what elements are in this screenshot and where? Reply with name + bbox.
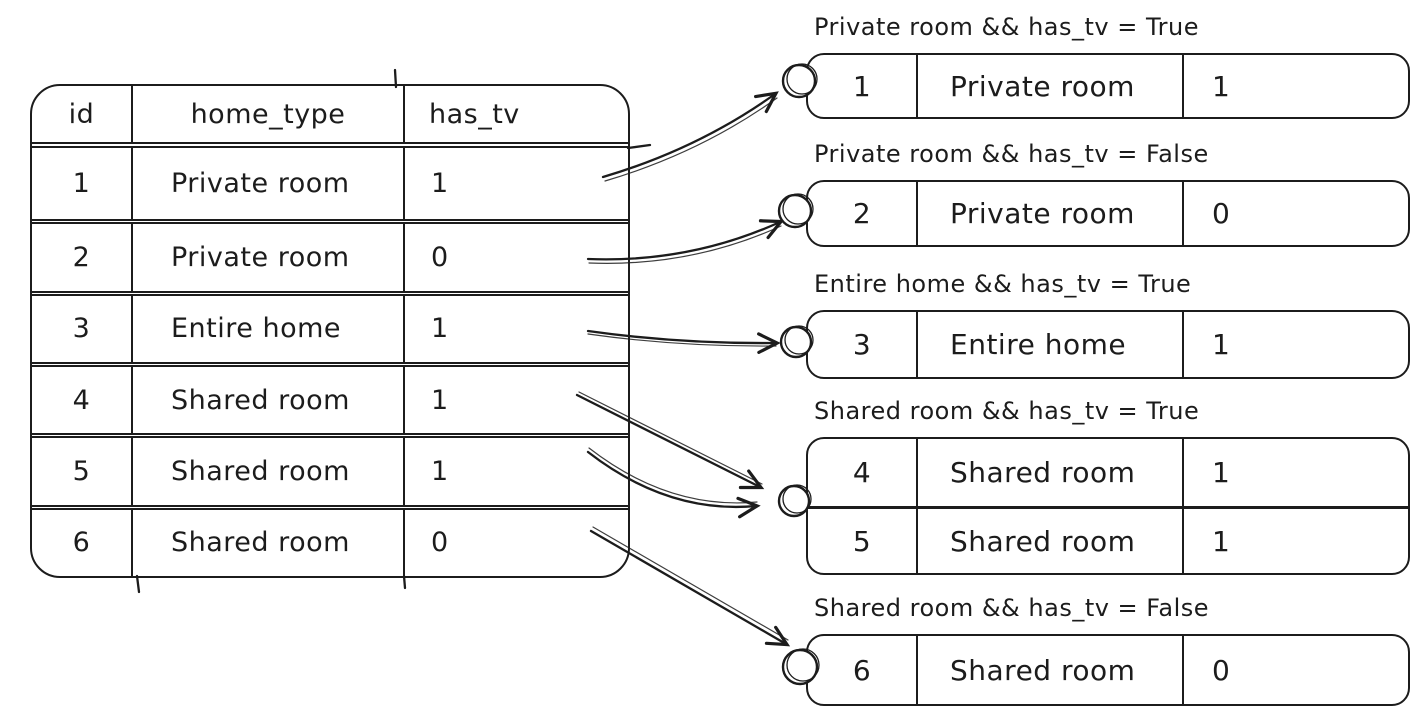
cell-home-type: Private room: [918, 182, 1184, 245]
group-row: 3 Entire home 1: [808, 312, 1408, 377]
cell-has-tv: 0: [1212, 197, 1231, 230]
group-box: 3 Entire home 1: [806, 310, 1410, 379]
cell-home-type: Entire home: [918, 312, 1184, 377]
cell-id: 2: [32, 224, 133, 291]
cell-has-tv: 1: [431, 455, 449, 487]
cell-has-tv: 0: [1212, 653, 1231, 687]
group-row: 4 Shared room 1: [808, 439, 1408, 506]
cell-home-type: Shared room: [918, 439, 1184, 506]
cell-has-tv: 1: [1212, 456, 1231, 489]
column-header-has-tv: has_tv: [429, 98, 520, 130]
cell-id: 4: [32, 367, 133, 434]
group-box: 1 Private room 1: [806, 53, 1410, 119]
table-row: 1 Private room 1: [32, 148, 628, 220]
connector-circle-group4: [777, 484, 811, 518]
group-condition-label: Shared room && has_tv = False: [814, 594, 1210, 622]
source-table: id home_type has_tv 1 Private room 1 2 P…: [30, 84, 630, 578]
cell-id: 4: [808, 439, 918, 506]
arrow-row1-ghost: [604, 97, 778, 182]
header-line-overshoot: [626, 143, 652, 150]
group-row: 1 Private room 1: [808, 55, 1408, 117]
cell-home-type: Shared room: [133, 367, 405, 434]
cell-id: 3: [808, 312, 918, 377]
cell-has-tv: 1: [431, 313, 449, 345]
cell-id: 1: [808, 55, 918, 117]
group-row: 5 Shared room 1: [808, 506, 1408, 573]
cell-has-tv: 1: [1212, 328, 1231, 361]
cell-has-tv: 1: [1212, 524, 1231, 558]
cell-home-type: Private room: [133, 224, 405, 291]
table-row: 5 Shared room 1: [32, 433, 628, 505]
cell-has-tv: 1: [431, 384, 449, 416]
cell-home-type: Entire home: [133, 295, 405, 362]
table-row: 3 Entire home 1: [32, 290, 628, 362]
cell-id: 3: [32, 295, 133, 362]
cell-has-tv: 1: [1212, 69, 1231, 103]
group-condition-label: Private room && has_tv = True: [814, 13, 1199, 41]
group-condition-label: Private room && has_tv = False: [814, 140, 1209, 168]
cell-has-tv: 0: [431, 527, 449, 559]
cell-has-tv: 1: [431, 168, 449, 200]
cell-id: 6: [32, 509, 133, 576]
cell-id: 2: [808, 182, 918, 245]
cell-has-tv: 0: [431, 241, 449, 273]
group-box: 6 Shared room 0: [806, 634, 1410, 706]
cell-home-type: Private room: [918, 55, 1184, 117]
column-header-id: id: [32, 86, 133, 142]
cell-home-type: Private room: [133, 148, 405, 220]
cell-home-type: Shared room: [133, 509, 405, 576]
column-line-stub-bottom-left: [135, 574, 141, 594]
group-condition-label: Entire home && has_tv = True: [814, 270, 1192, 298]
column-header-home-type: home_type: [133, 86, 405, 142]
cell-id: 5: [32, 438, 133, 505]
table-header-row: id home_type has_tv: [32, 86, 628, 148]
table-row: 4 Shared room 1: [32, 362, 628, 434]
cell-home-type: Shared room: [918, 509, 1184, 573]
group-condition-label: Shared room && has_tv = True: [814, 397, 1200, 425]
cell-id: 5: [808, 509, 918, 573]
group-box: 4 Shared room 1 5 Shared room 1: [806, 437, 1410, 575]
cell-id: 6: [808, 636, 918, 704]
group-row: 2 Private room 0: [808, 182, 1408, 245]
table-row: 6 Shared room 0: [32, 504, 628, 576]
cell-id: 1: [32, 148, 133, 220]
group-row: 6 Shared room 0: [808, 636, 1408, 704]
table-row: 2 Private room 0: [32, 219, 628, 291]
cell-home-type: Shared room: [918, 636, 1184, 704]
cell-home-type: Shared room: [133, 438, 405, 505]
group-box: 2 Private room 0: [806, 180, 1410, 247]
